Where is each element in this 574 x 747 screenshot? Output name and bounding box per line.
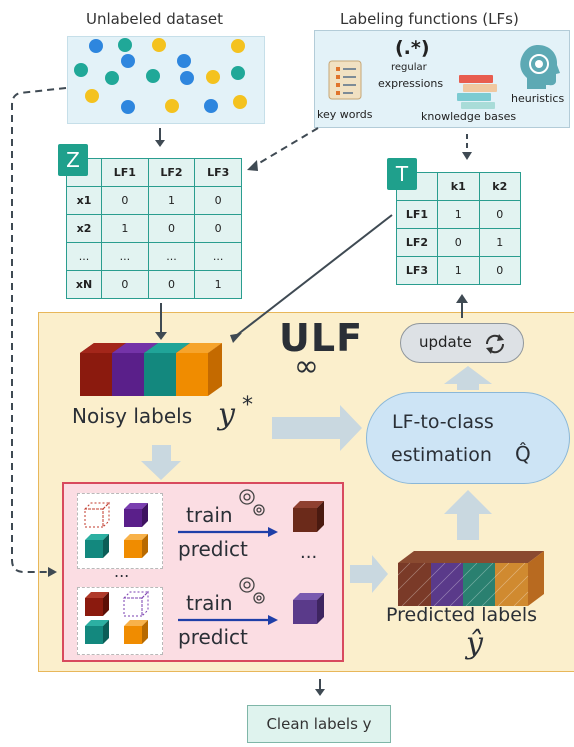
noisy-labels-text: Noisy labels: [72, 404, 193, 428]
z-cell: 0: [194, 186, 242, 215]
cube-red: [85, 592, 109, 616]
z-cell: ...: [147, 242, 196, 271]
arrow-noisy-to-training: [141, 445, 181, 480]
t-row-label: LF3: [396, 256, 438, 285]
t-row-label: LF2: [396, 228, 438, 257]
cube-output-brown: [293, 501, 324, 532]
z-matrix: LF1 LF2 LF3 x1 0 1 0 x2 1 0 0 ... ... ..…: [66, 158, 242, 299]
unlabeled-dataset-box: [67, 36, 265, 124]
heuristics-label: heuristics: [511, 92, 565, 105]
t-cell: 1: [437, 200, 480, 229]
z-header-lf1: LF1: [101, 158, 149, 187]
train-label: train: [186, 503, 233, 527]
update-pill: update: [400, 323, 524, 363]
noisy-label-blocks: [80, 343, 222, 396]
t-header-k2: k2: [478, 172, 521, 201]
z-tag: Z: [58, 144, 88, 176]
ulf-title: ULF: [279, 316, 364, 360]
arrow-noisy-to-estimation: [272, 405, 362, 451]
arrow-estimation-to-update: [444, 366, 492, 390]
z-cell: 1: [194, 270, 242, 299]
t-cell: 1: [437, 256, 480, 285]
head-icon: [520, 45, 560, 89]
noisy-y-symbol: y: [218, 397, 235, 432]
cube-teal: [85, 534, 109, 558]
arrow-dataset-to-training: [11, 87, 67, 573]
clean-labels-text: Clean labels y: [266, 715, 372, 733]
cube-orange: [124, 534, 148, 558]
lf-title: Labeling functions (LFs): [340, 10, 519, 28]
regex-icon: (.*): [395, 37, 430, 59]
estimation-line1: LF-to-class: [392, 411, 494, 433]
ellipsis-middle: ...: [114, 562, 130, 581]
unlabeled-dataset-title: Unlabeled dataset: [86, 10, 223, 28]
cube-red-outline: [83, 501, 111, 529]
t-tag: T: [387, 158, 417, 190]
estimation-line2: estimation: [391, 444, 492, 466]
arrow-predicted-to-estimation: [444, 490, 492, 540]
regex-label-line2: expressions: [378, 77, 444, 90]
t-cell: 0: [478, 256, 521, 285]
arrow-t-to-noisy: [236, 214, 393, 336]
z-row-label: xN: [66, 270, 102, 299]
y-hat-symbol: ŷ: [466, 626, 483, 661]
arrow-training-to-predicted: [350, 555, 388, 593]
infinity-icon: ∞: [294, 349, 319, 384]
cube-purple: [124, 503, 148, 527]
t-matrix: k1 k2 LF1 1 0 LF2 0 1 LF3 1 0: [396, 172, 521, 285]
predict-label: predict: [178, 625, 248, 649]
cube-teal-2: [85, 620, 109, 644]
lf-box: key words (.*) regular expressions knowl…: [314, 30, 570, 128]
z-cell: 0: [194, 214, 242, 243]
z-cell: 1: [101, 214, 149, 243]
ellipsis-right: ...: [300, 542, 318, 563]
z-header-lf3: LF3: [194, 158, 242, 187]
notebook-icon: [328, 60, 362, 100]
clean-labels-box: Clean labels y: [247, 705, 391, 743]
z-cell: 0: [147, 270, 196, 299]
arrow-lf-to-z: [255, 127, 319, 166]
t-cell: 0: [437, 228, 480, 257]
gear-icon: [239, 489, 265, 604]
q-hat-symbol: Q̂: [515, 442, 531, 466]
noisy-star-symbol: *: [242, 393, 253, 418]
cube-orange-2: [124, 620, 148, 644]
estimation-ellipse: LF-to-class estimation Q̂: [366, 392, 570, 484]
regex-label-line1: regular: [391, 62, 427, 73]
predicted-label-blocks: [398, 551, 544, 606]
z-header-lf2: LF2: [147, 158, 196, 187]
train-label: train: [186, 591, 233, 615]
predicted-labels-text: Predicted labels: [386, 604, 538, 626]
dataset-dots: [74, 38, 247, 114]
keywords-label: key words: [317, 108, 373, 121]
z-row-label: ...: [66, 242, 102, 271]
knowledge-label: knowledge bases: [421, 110, 517, 123]
update-label: update: [419, 333, 472, 351]
z-cell: 0: [101, 270, 149, 299]
cube-purple-outline: [122, 590, 150, 618]
cube-output-purple: [293, 593, 324, 624]
t-header-k1: k1: [437, 172, 480, 201]
t-row-label: LF1: [396, 200, 438, 229]
z-cell: ...: [101, 242, 149, 271]
predict-label: predict: [178, 537, 248, 561]
refresh-icon: [485, 334, 505, 354]
books-icon: [457, 75, 497, 109]
